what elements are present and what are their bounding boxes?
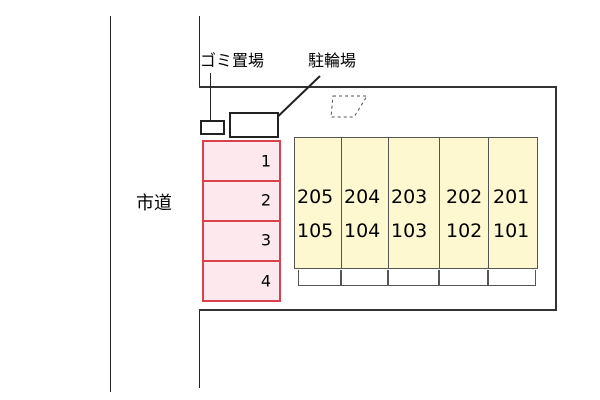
- garbage-station-label: ゴミ置場: [200, 51, 265, 70]
- unit-column: 201 101: [489, 138, 537, 268]
- bicycle-parking: [229, 112, 279, 138]
- unit-column: 204 104: [342, 138, 389, 268]
- apartment-building: 205 105 204 104 203 103 202 102 201 101: [294, 137, 538, 269]
- building-base-cell: [298, 270, 341, 286]
- parking-space: 2: [204, 180, 279, 218]
- upper-unit-number: 202: [446, 186, 483, 208]
- upper-unit-number: 203: [391, 186, 428, 208]
- parking-space: 1: [204, 142, 279, 180]
- parking-space-number: 2: [260, 190, 271, 210]
- road-left-line: [110, 16, 111, 392]
- upper-unit-number: 204: [344, 186, 381, 208]
- parking-space-number: 3: [260, 230, 271, 250]
- bicycle-parking-label: 駐輪場: [308, 51, 357, 70]
- lower-unit-number: 104: [344, 220, 381, 242]
- parking-area: 1 2 3 4: [202, 140, 281, 302]
- building-base-cell: [488, 270, 536, 286]
- lower-unit-number: 102: [446, 220, 483, 242]
- parking-space-number: 4: [260, 271, 271, 291]
- garbage-station: [200, 120, 225, 135]
- unit-column: 203 103: [389, 138, 440, 268]
- upper-unit-number: 201: [493, 186, 530, 208]
- parking-space: 3: [204, 220, 279, 258]
- dashed-area-outline: [330, 95, 368, 118]
- lower-unit-number: 101: [493, 220, 530, 242]
- parking-space: 4: [204, 260, 279, 300]
- building-base-cell: [341, 270, 388, 286]
- unit-column: 202 102: [440, 138, 489, 268]
- garbage-leader-line: [210, 73, 211, 121]
- building-base-cell: [388, 270, 439, 286]
- lower-unit-number: 103: [391, 220, 428, 242]
- road-label: 市道: [136, 193, 172, 214]
- lower-unit-number: 105: [297, 220, 334, 242]
- building-base-cell: [439, 270, 488, 286]
- unit-column: 205 105: [295, 138, 342, 268]
- parking-space-number: 1: [260, 151, 271, 171]
- upper-unit-number: 205: [297, 186, 334, 208]
